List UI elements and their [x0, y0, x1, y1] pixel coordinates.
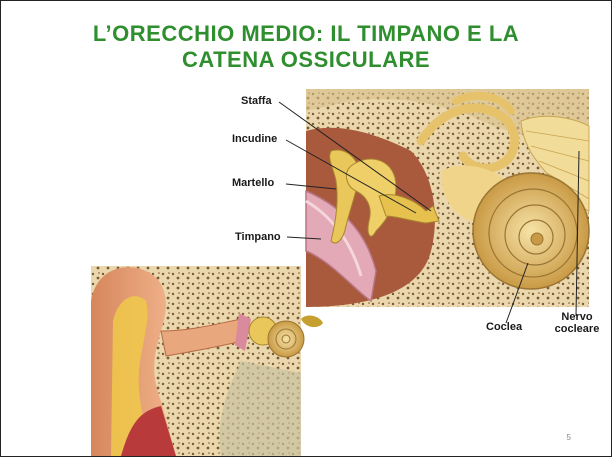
overview-ear-section	[91, 266, 323, 456]
label-coclea: Coclea	[486, 321, 522, 333]
detached-fragment	[301, 316, 323, 328]
label-nervo-line-1: Nervo	[551, 311, 603, 323]
detail-middle-ear	[306, 89, 589, 307]
label-nervo-cocleare: Nervo cocleare	[551, 311, 603, 335]
label-martello: Martello	[232, 177, 274, 189]
cochlea-small	[268, 321, 304, 357]
coclea-spiral	[473, 173, 589, 289]
label-timpano: Timpano	[235, 231, 281, 243]
page-number: 5	[567, 433, 571, 442]
label-nervo-line-2: cocleare	[551, 323, 603, 335]
label-staffa: Staffa	[241, 95, 272, 107]
label-incudine: Incudine	[232, 133, 277, 145]
